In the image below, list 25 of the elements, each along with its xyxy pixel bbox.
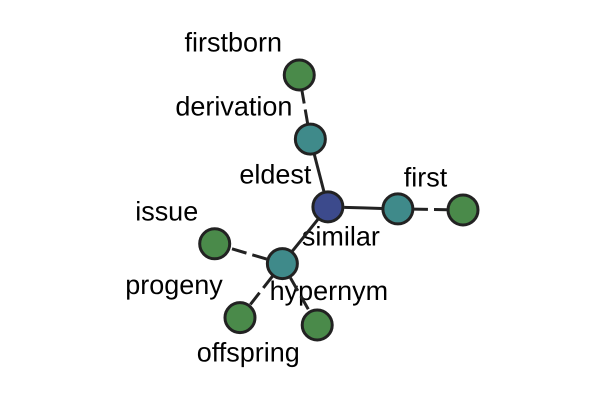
node-label: offspring: [196, 338, 300, 368]
node-label: progeny: [124, 270, 222, 300]
node-circle: [282, 58, 316, 92]
node-label: hypernym: [269, 276, 388, 306]
node-circle: [380, 192, 414, 226]
node-circle: [293, 122, 326, 156]
connector: [290, 218, 319, 253]
node-circle: [222, 301, 256, 334]
connector: [248, 275, 274, 306]
connector: [300, 90, 309, 124]
connector: [344, 206, 382, 210]
node-circle: [446, 193, 479, 226]
node-circle: [198, 227, 231, 260]
connector: [312, 153, 325, 192]
connector: [412, 208, 448, 212]
node-label: firstborn: [184, 28, 282, 58]
node-label: issue: [134, 196, 198, 226]
node-circle: [265, 247, 298, 280]
node-circle: [300, 308, 334, 342]
node-label: eldest: [238, 159, 311, 190]
node-label: derivation: [174, 92, 292, 122]
connector: [288, 277, 310, 312]
node-label: similar: [301, 222, 380, 252]
node-circle: [310, 190, 344, 224]
node-label: first: [403, 162, 447, 193]
